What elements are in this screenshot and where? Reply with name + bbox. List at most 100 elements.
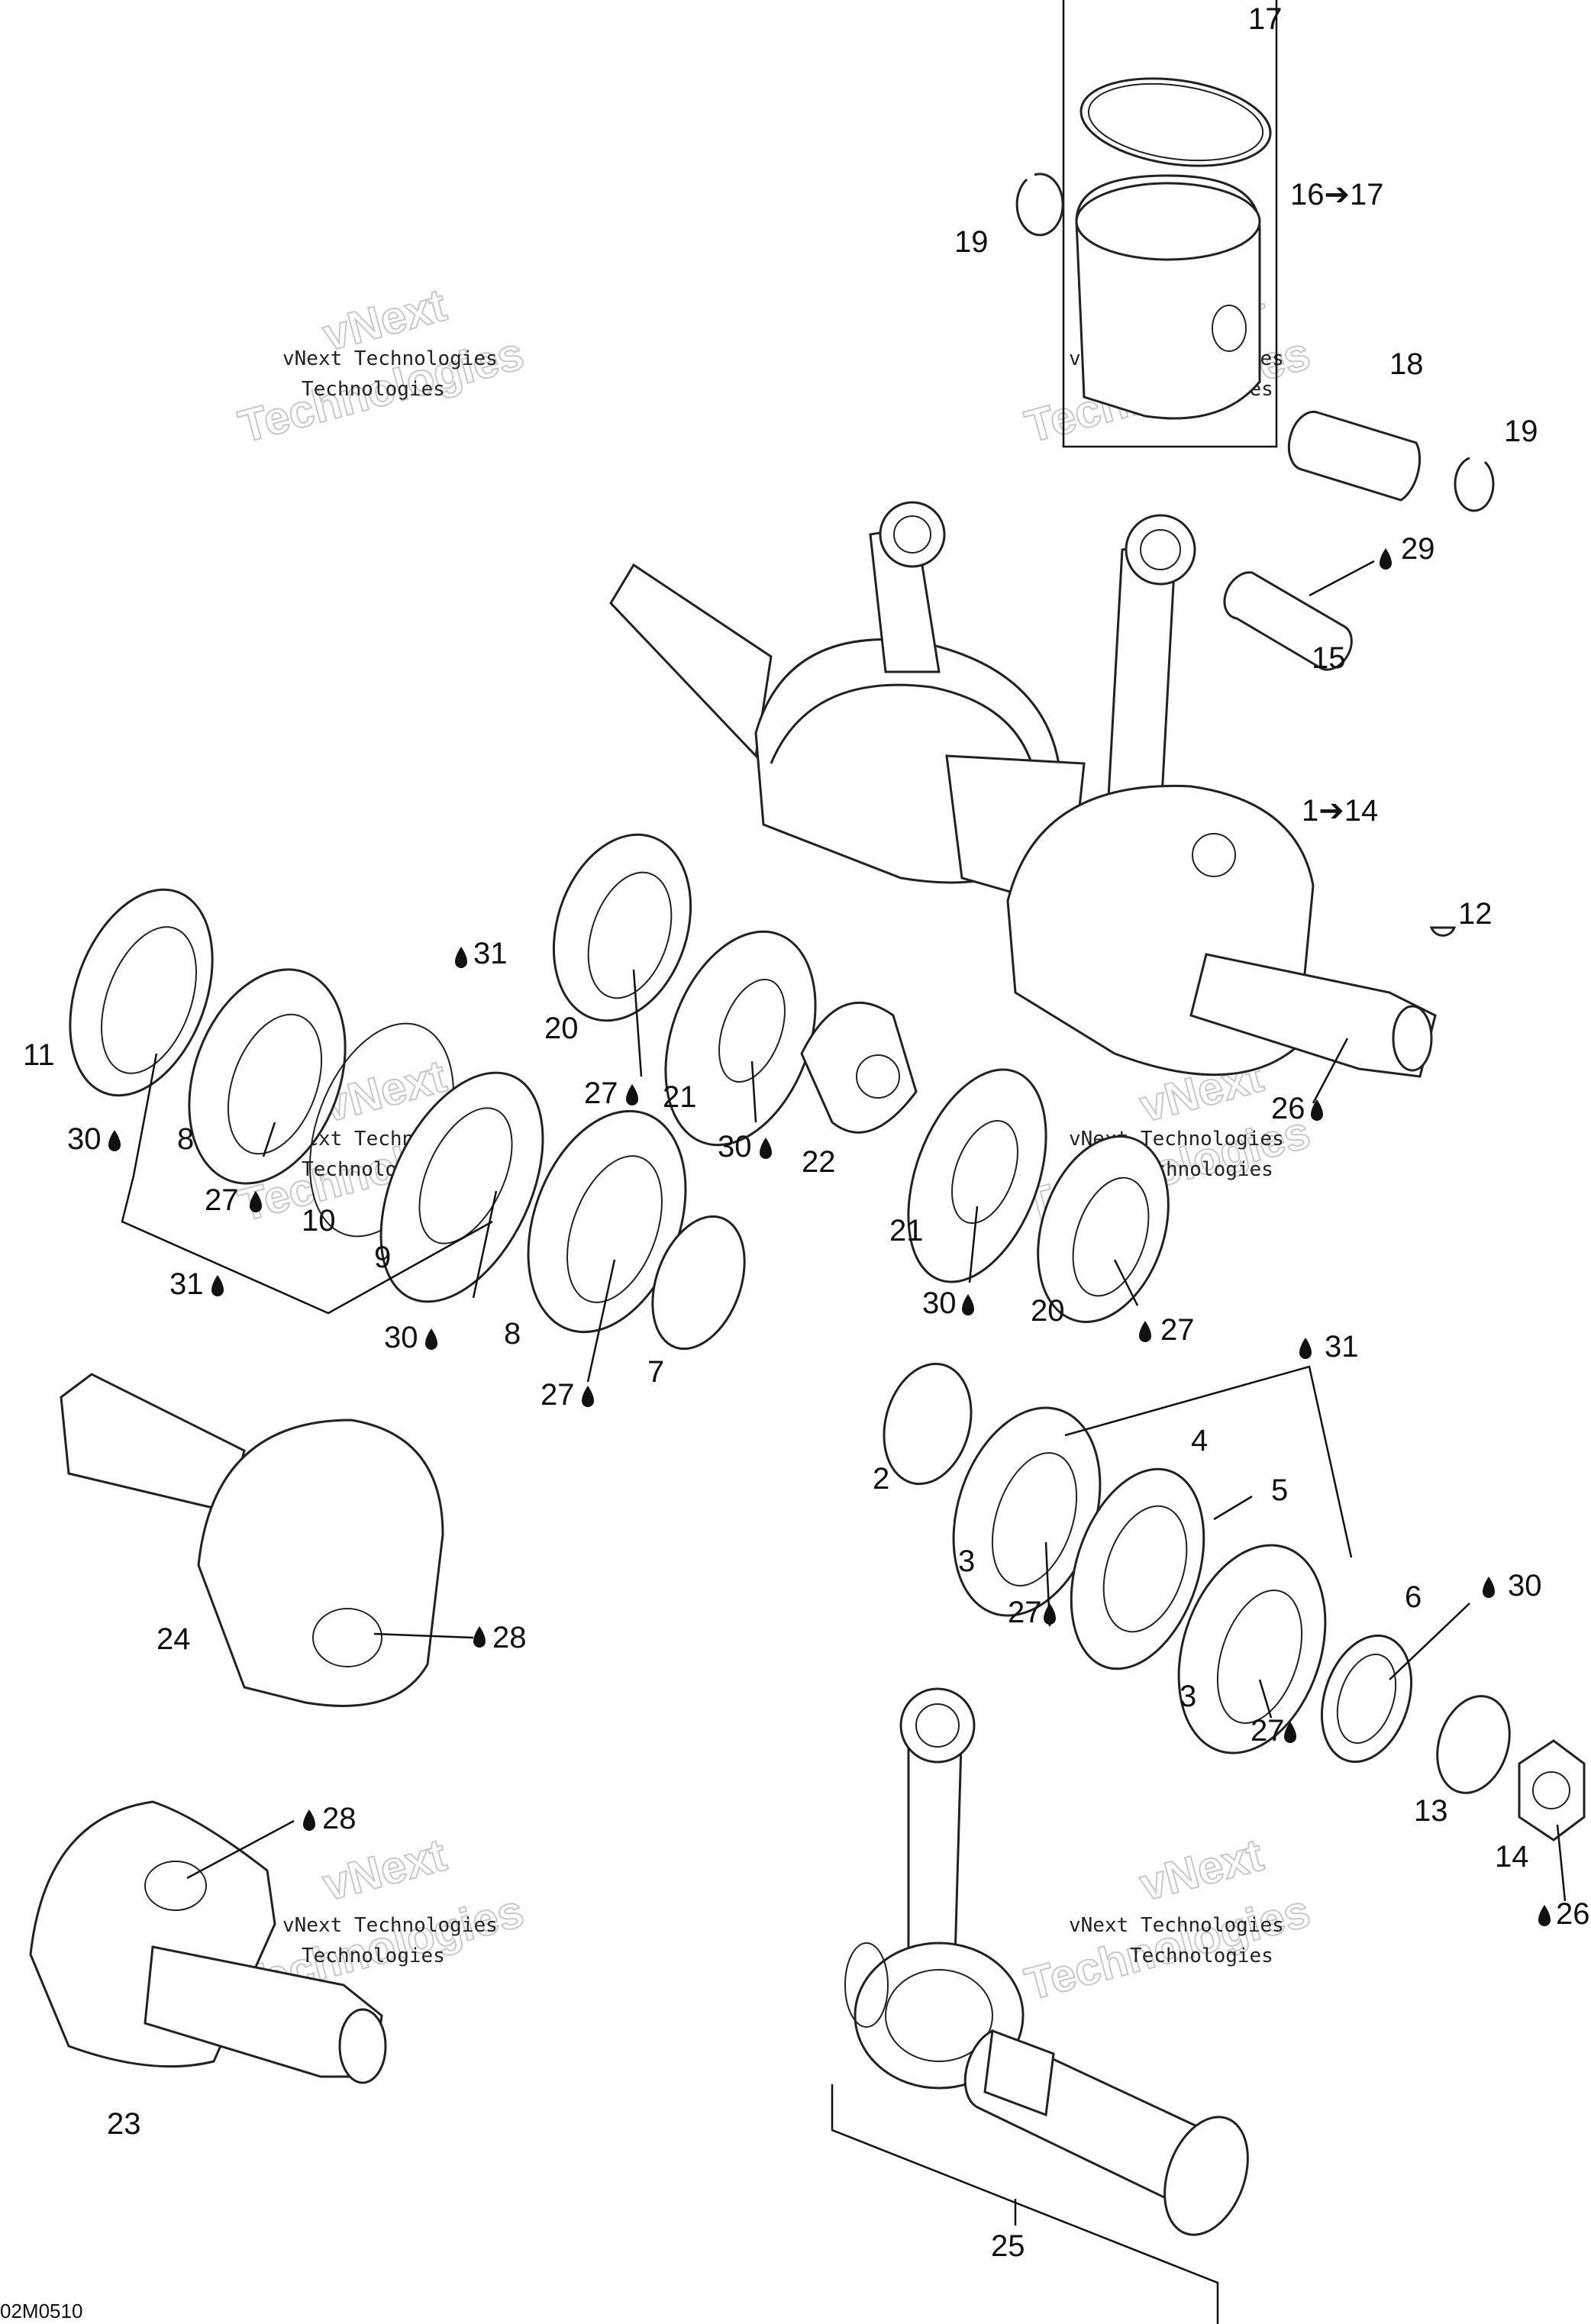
svg-text:Technologies: Technologies	[302, 1945, 445, 1967]
svg-text:Technologies: Technologies	[1130, 1945, 1273, 1967]
svg-text:vNext Technologies: vNext Technologies	[282, 1914, 498, 1937]
label-27c: 27	[584, 1076, 618, 1110]
drop-icon	[962, 1294, 974, 1315]
seal-9	[379, 1071, 544, 1303]
label-30b: 30	[384, 1321, 418, 1354]
piston-group-frame	[1062, 0, 1278, 448]
ring-7	[651, 1215, 746, 1351]
bearing-27d	[1037, 1135, 1170, 1323]
piston-pin	[1287, 410, 1422, 502]
connecting-rod-right-small-end	[1125, 514, 1196, 586]
washer-13	[1436, 1695, 1511, 1794]
label-20a: 20	[544, 1012, 579, 1045]
piston-group	[1015, 0, 1495, 512]
label-31a: 31	[473, 937, 508, 970]
ring-2	[883, 1362, 973, 1486]
crank-taper-left	[609, 563, 773, 759]
label-27d: 27	[1160, 1313, 1195, 1347]
label-20b: 20	[1031, 1294, 1065, 1328]
label-10: 10	[302, 1204, 336, 1238]
drop-icon	[1380, 548, 1392, 570]
drop-icon	[303, 1809, 315, 1831]
needle-bearing-upper	[1223, 571, 1353, 671]
label-26a: 26	[1271, 1092, 1305, 1125]
drop-icon	[1483, 1577, 1495, 1598]
label-30c: 30	[718, 1130, 752, 1164]
drop-icon	[1538, 1905, 1551, 1926]
piston-crown	[1075, 182, 1261, 261]
label-19a: 19	[954, 225, 989, 259]
label-27b: 27	[541, 1378, 575, 1412]
label-13: 13	[1414, 1794, 1448, 1828]
leader-lines	[186, 560, 1567, 1902]
label-26b: 26	[1556, 1897, 1590, 1931]
label-31b: 31	[169, 1267, 204, 1301]
label-9: 9	[374, 1241, 391, 1274]
crank-half-23	[29, 1800, 387, 2084]
left-bearing-stack	[69, 833, 1170, 1351]
label-19b: 19	[1504, 415, 1538, 448]
bracket-31	[121, 1053, 493, 1315]
label-21a: 21	[663, 1080, 697, 1114]
label-30a: 30	[67, 1122, 102, 1156]
bearing-27c	[552, 833, 692, 1022]
svg-text:Technologies: Technologies	[302, 378, 445, 401]
thrust-washer	[844, 1942, 889, 2028]
label-29: 29	[1401, 532, 1435, 566]
label-14: 14	[1495, 1840, 1529, 1874]
circlip-right	[1454, 457, 1495, 512]
label-7: 7	[647, 1355, 664, 1389]
label-27f: 27	[1251, 1714, 1285, 1748]
piston-ring	[1079, 77, 1272, 167]
label-17: 17	[1248, 2, 1283, 36]
label-18: 18	[1389, 347, 1424, 381]
oil-drop-icons	[108, 548, 1551, 1926]
watermark-6: vNext Technologies vNext Technologies Te…	[1019, 1829, 1316, 2011]
svg-text:vNext: vNext	[1134, 1829, 1268, 1911]
drop-icon	[250, 1191, 262, 1212]
drop-icon	[760, 1138, 772, 1159]
label-28a: 28	[492, 1621, 527, 1654]
crank-half-24	[60, 1373, 444, 1707]
piston-pin-bore	[1212, 305, 1247, 352]
label-16-17: 16➔17	[1290, 178, 1384, 211]
label-25: 25	[991, 2229, 1025, 2263]
drop-icon	[1139, 1321, 1151, 1342]
label-1-14: 1➔14	[1302, 794, 1378, 828]
nut-14	[1518, 1739, 1586, 1841]
drop-icon	[108, 1130, 121, 1151]
seal-21b	[907, 1068, 1047, 1283]
label-4: 4	[1191, 1424, 1208, 1457]
label-8a: 8	[177, 1122, 194, 1156]
svg-text:vNext Technologies: vNext Technologies	[1069, 1914, 1284, 1937]
label-21b: 21	[889, 1214, 924, 1248]
right-bearing-stack	[883, 1362, 1586, 1841]
ring-5	[1070, 1467, 1205, 1670]
drop-icon	[425, 1328, 437, 1350]
drop-icon	[455, 947, 467, 968]
connecting-rod-25-small-end	[899, 1687, 976, 1764]
svg-text:vNext Technologies: vNext Technologies	[282, 347, 498, 370]
bracket-4-5	[1213, 1495, 1253, 1521]
drop-icon	[473, 1626, 486, 1648]
watermark-1: vNext Technologies vNext Technologies Te…	[233, 279, 530, 454]
label-24: 24	[157, 1622, 191, 1656]
label-8b: 8	[504, 1317, 521, 1351]
label-15: 15	[1312, 641, 1346, 675]
label-3a: 3	[958, 1544, 975, 1578]
crank-half-23-thread	[338, 2008, 387, 2084]
label-2: 2	[873, 1462, 889, 1496]
svg-text:vNext: vNext	[318, 1829, 451, 1911]
diagram-code: 02M0510	[0, 2300, 82, 2322]
drop-icon	[1311, 1099, 1323, 1121]
label-30e: 30	[1508, 1569, 1542, 1603]
woodruff-key	[1429, 926, 1457, 937]
bearing-27f	[1177, 1544, 1327, 1754]
seal-6	[1320, 1634, 1413, 1764]
label-11: 11	[23, 1038, 55, 1072]
label-28b: 28	[322, 1802, 357, 1835]
kit-25-bracket	[831, 2084, 1219, 2324]
connecting-rod-left-small-end	[879, 501, 946, 568]
